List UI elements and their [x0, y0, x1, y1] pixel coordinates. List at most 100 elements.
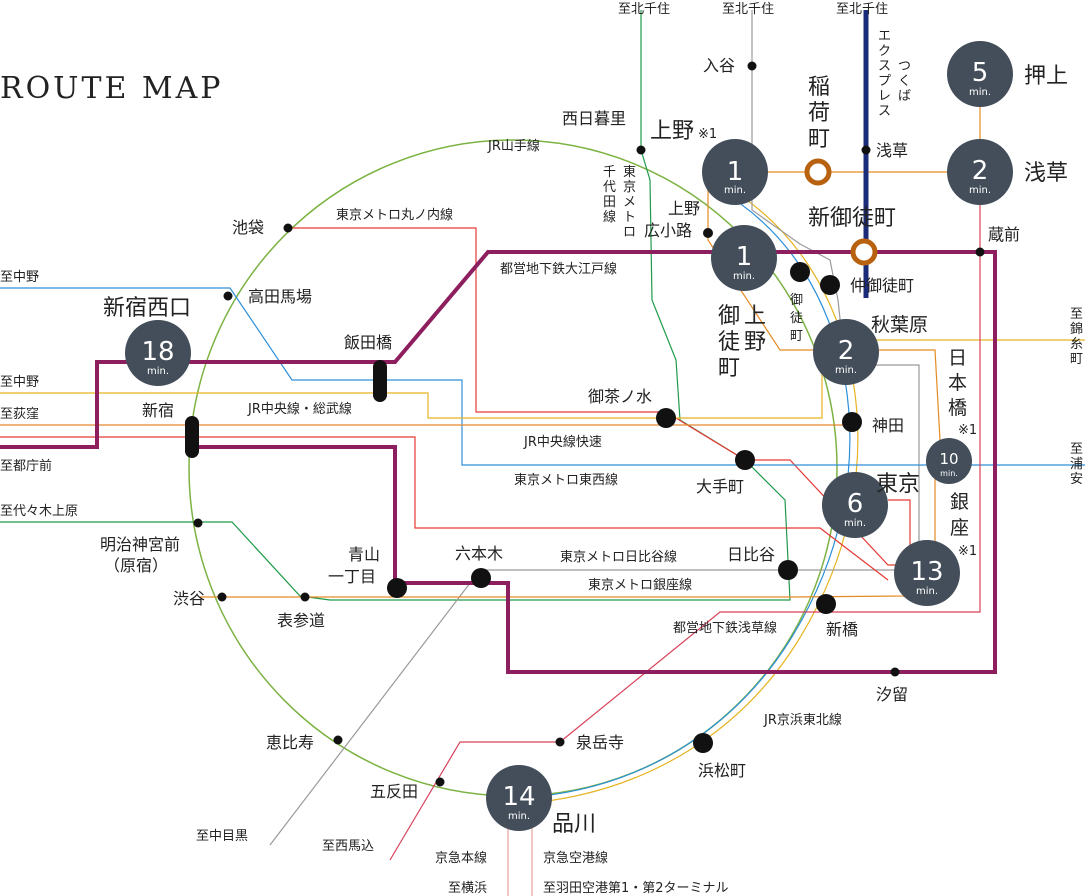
- station-shimbashi: 新橋: [826, 620, 858, 639]
- badge-shinagawa-unit: min.: [508, 811, 530, 822]
- station-shinjukunishiguchi: 新宿西口: [103, 296, 191, 321]
- svg-text:町: 町: [808, 127, 830, 152]
- svg-text:荷: 荷: [808, 101, 830, 126]
- dot-iriya[interactable]: [747, 61, 757, 71]
- dot-ochanomizu[interactable]: [656, 408, 676, 428]
- badge-ueno[interactable]: 1 min.: [702, 139, 768, 205]
- label-keikyu-main: 京急本線: [435, 850, 487, 866]
- dest-tochomae: 至都庁前: [0, 458, 52, 474]
- badge-ginza[interactable]: 13 min.: [894, 540, 960, 606]
- dot-shimbashi[interactable]: [816, 594, 836, 614]
- station-hamamatsucho: 浜松町: [698, 761, 746, 780]
- dot-roppongi[interactable]: [471, 568, 491, 588]
- station-ebisu: 恵比寿: [266, 733, 314, 752]
- badge-akihabara[interactable]: 2 min.: [813, 319, 879, 385]
- dot-takadanobaba[interactable]: [223, 291, 233, 301]
- station-nihonbashi: 日 本 橋 ※1: [948, 347, 977, 438]
- badge-tokyo[interactable]: 6 min.: [822, 472, 888, 538]
- dot-nishinippori[interactable]: [636, 145, 646, 155]
- badge-tokyo-num: 6: [847, 489, 864, 519]
- badge-asakusa[interactable]: 2 min.: [947, 139, 1013, 205]
- dot-hamamatsucho[interactable]: [693, 733, 713, 753]
- svg-text:東: 東: [623, 164, 636, 180]
- station-aoyama-1: 青山: [348, 545, 380, 564]
- badge-ueno-num: 1: [727, 157, 744, 187]
- dot-okachimachi[interactable]: [790, 262, 810, 282]
- badge-shinjukunishiguchi-unit: min.: [147, 366, 169, 377]
- station-nakaokachimachi: 仲御徒町: [850, 276, 914, 295]
- badge-oshiage-num: 5: [972, 58, 989, 88]
- dot-shiodome[interactable]: [890, 667, 900, 677]
- dot-kuramae[interactable]: [975, 247, 985, 257]
- map-title: ROUTE MAP: [0, 71, 223, 106]
- svg-text:ス: ス: [878, 59, 891, 74]
- dest-haneda: 至羽田空港第1・第2ターミナル: [543, 881, 729, 896]
- iidabashi-transfer-bar[interactable]: [373, 360, 387, 402]
- dot-hibiya[interactable]: [778, 560, 798, 580]
- dot-nakaokachimachi[interactable]: [820, 275, 840, 295]
- label-ginza: 東京メトロ銀座線: [588, 577, 692, 593]
- dot-kanda[interactable]: [842, 412, 862, 432]
- station-sengakuji: 泉岳寺: [576, 733, 624, 752]
- svg-text:ロ: ロ: [623, 225, 636, 240]
- dot-aoyama[interactable]: [387, 578, 407, 598]
- dot-otemachi[interactable]: [735, 450, 755, 470]
- dest-yokohama: 至横浜: [448, 881, 487, 896]
- svg-text:浦: 浦: [1070, 457, 1083, 472]
- ring-shinokachimachi[interactable]: [850, 238, 878, 266]
- svg-text:野: 野: [744, 330, 766, 355]
- badge-shinjukunishiguchi[interactable]: 18 min.: [125, 320, 191, 386]
- station-ueno: 上野: [650, 119, 694, 144]
- dot-omotesando[interactable]: [300, 592, 310, 602]
- station-asakusa-tx: 浅草: [876, 141, 908, 160]
- badge-nihonbashi[interactable]: 10 min.: [926, 438, 972, 484]
- dot-asakusa-tx[interactable]: [861, 145, 871, 155]
- station-oshiage: 押上: [1024, 64, 1068, 89]
- dot-gotanda[interactable]: [435, 777, 445, 787]
- dot-ebisu[interactable]: [333, 735, 343, 745]
- dest-ogikubo: 至荻窪: [0, 406, 39, 422]
- station-shinagawa: 品川: [552, 812, 596, 837]
- svg-text:代: 代: [603, 180, 616, 195]
- svg-text:線: 線: [603, 209, 616, 225]
- station-ueno-note: ※1: [698, 127, 717, 142]
- dot-uenohirokoji[interactable]: [703, 228, 713, 238]
- station-labels: 入谷 西日暮里 上野 ※1 稲 荷 町 浅草 押上 浅草 蔵前 新御徒町 仲御徒…: [100, 56, 1068, 837]
- svg-text:本: 本: [948, 372, 967, 394]
- svg-text:プ: プ: [878, 74, 891, 89]
- badge-nihonbashi-num: 10: [939, 450, 958, 468]
- badge-uenohirokoji[interactable]: 1 min.: [711, 225, 777, 291]
- badge-shinjukunishiguchi-num: 18: [141, 337, 174, 367]
- svg-text:徒: 徒: [790, 311, 803, 326]
- station-uenookachimachi: 御 徒 町 上 野: [718, 304, 766, 381]
- badge-shinagawa-num: 14: [502, 782, 535, 812]
- label-keihin-tohoku: JR京浜東北線: [763, 712, 842, 728]
- station-uenohirokoji-1: 上野: [668, 199, 700, 218]
- svg-text:京: 京: [623, 180, 636, 195]
- ring-inaricho[interactable]: [804, 158, 832, 186]
- badge-oshiage[interactable]: 5 min.: [947, 41, 1013, 107]
- svg-text:千: 千: [603, 165, 616, 180]
- svg-text:徒: 徒: [718, 330, 740, 355]
- badge-ginza-unit: min.: [916, 586, 938, 597]
- dot-ikebukuro[interactable]: [283, 223, 293, 233]
- station-ikebukuro: 池袋: [232, 218, 264, 237]
- dot-shibuya[interactable]: [217, 592, 227, 602]
- dot-sengakuji[interactable]: [555, 737, 565, 747]
- badge-akihabara-unit: min.: [835, 365, 857, 376]
- shinjuku-transfer-bar[interactable]: [185, 416, 199, 458]
- transfer-bars: [185, 360, 387, 458]
- station-okachimachi: 御 徒 町: [790, 293, 803, 344]
- label-marunouchi: 東京メトロ丸ノ内線: [336, 207, 453, 223]
- svg-text:御: 御: [718, 304, 740, 329]
- badge-shinagawa[interactable]: 14 min.: [486, 765, 552, 831]
- dest-kitasenju-2: 至北千住: [722, 2, 774, 17]
- badge-asakusa-unit: min.: [969, 185, 991, 196]
- svg-text:御: 御: [790, 293, 803, 308]
- badge-ginza-num: 13: [910, 557, 943, 587]
- dot-meijijingumae[interactable]: [193, 518, 203, 528]
- station-nishinippori: 西日暮里: [562, 109, 626, 128]
- line-keihin-tohoku-2: [519, 183, 859, 805]
- line-oedo: [0, 250, 997, 674]
